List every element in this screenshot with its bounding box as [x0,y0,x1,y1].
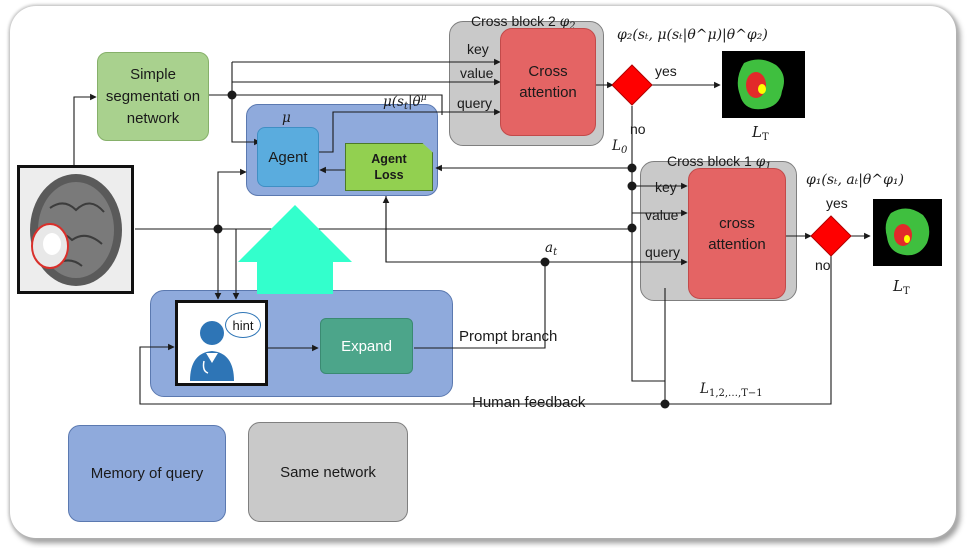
yes-label-2: yes [655,63,677,79]
cross-attention-2-label: Cross attention [519,63,577,101]
l0-label: L0 [612,138,628,156]
key-label-1: key [655,179,677,195]
hint-bubble: hint [225,312,261,338]
key-label-2: key [467,41,489,57]
big-up-arrow [238,205,352,294]
arrow-seg-to-agent [231,62,261,146]
lt-label-1: LT [893,277,910,297]
query-label-1: query [645,244,681,260]
cross-attention-1-label: cross attention [708,214,766,253]
segmentation-result-1 [873,199,942,266]
value-label-1: value [645,207,679,223]
expand-box: Expand [320,318,413,374]
lt-label-2: LT [752,123,769,143]
agent-box: Agent [257,127,319,187]
no-label-1: no [815,257,831,273]
mu-symbol: μ [282,110,291,126]
human-feedback-label: Human feedback [472,394,586,411]
prompt-branch-label: Prompt branch [459,328,558,345]
arrow-image-to-seg [73,93,97,165]
agent-label: Agent [268,148,308,166]
arrow-agent-query-2 [319,108,501,153]
cross-attention-1-box: cross attention [688,168,786,299]
arrow-human-feedback [139,343,665,405]
doctor-panel [175,300,268,386]
agent-loss-label: Agent Loss [371,152,407,182]
cross-attention-2-box: Cross attention [500,28,596,136]
legend-same-network-label: Same network [280,463,376,481]
legend-memory-label: Memory of query [90,465,204,482]
output-2-formula: φ₂(sₜ, μ(sₜ|θ^μ)|θ^φ₂) [617,27,768,43]
cross-block-1-title: Cross block 1 φ1 [667,153,772,172]
no-label-2: no [630,121,646,137]
cross-block-2-title: Cross block 2 φ2 [471,13,576,32]
hint-label: hint [232,317,254,333]
query-label-2: query [457,95,493,111]
decision-diamond-1 [810,215,852,257]
doctor-icon [190,321,234,381]
expand-label: Expand [341,337,392,355]
input-mri-image [17,165,134,294]
agent-loss-box: Agent Loss [345,143,433,191]
output-1-formula: φ₁(sₜ, aₜ|θ^φ₁) [806,172,904,188]
lseq-label: L1,2,…,T−1 [700,381,763,399]
at-label: at [545,240,558,258]
decision-diamond-2 [611,64,653,106]
mu-policy-label: μ(st|θμ [383,93,427,112]
simple-segmentation-box: Simple segmentati on network [97,52,209,141]
yes-label-1: yes [826,195,848,211]
legend-same-network: Same network [248,422,408,522]
segmentation-result-2 [722,51,805,118]
legend-memory-of-query: Memory of query [68,425,226,522]
value-label-2: value [460,65,494,81]
simple-segmentation-label: Simple segmentati on network [105,65,201,127]
